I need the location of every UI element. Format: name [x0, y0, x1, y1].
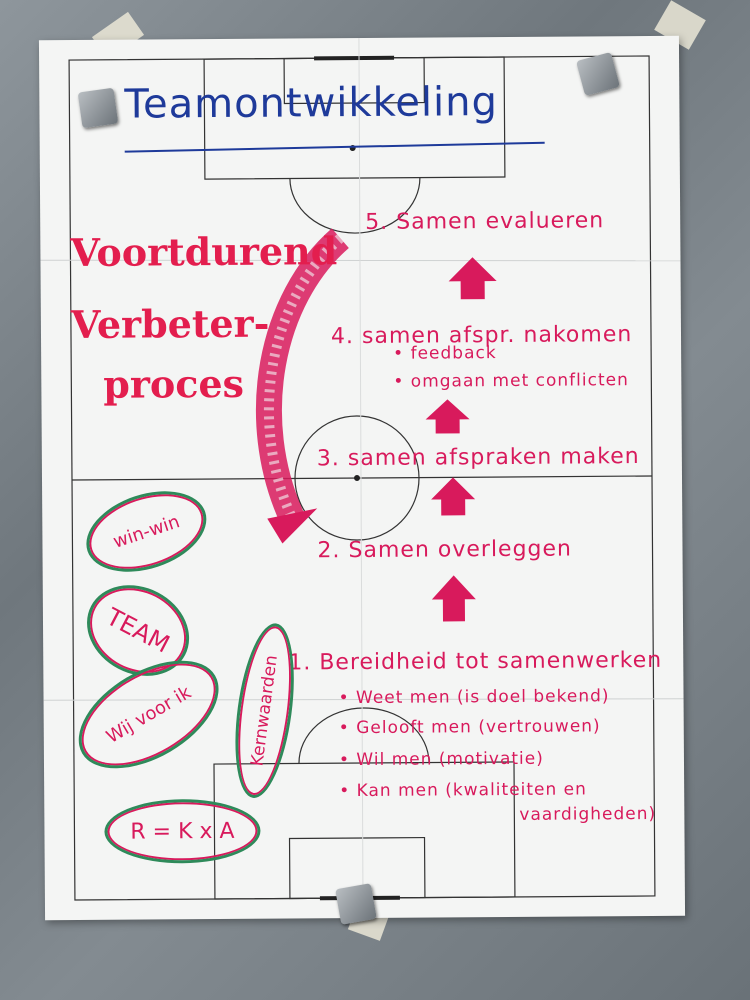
step-3: 3. samen afspraken maken	[316, 444, 640, 472]
magnet-top-left	[77, 87, 119, 129]
magnet-bottom	[335, 883, 377, 925]
step-4-bullet-1: • feedback	[393, 343, 497, 364]
oval-kernwaarden-label: Kernwaarden	[247, 654, 282, 768]
step-1: 1. Bereidheid tot samenwerken	[288, 647, 663, 676]
left-heading-line-3: proces	[103, 360, 245, 407]
oval-formula-label: R = K x A	[130, 818, 235, 845]
page-title: Teamontwikkeling	[124, 79, 499, 128]
left-heading-line-2: Verbeter-	[70, 300, 270, 348]
oval-wij-voor-ik-label: Wij voor ik	[102, 681, 195, 748]
step-1-bullet-3: • Wil men (motivatie)	[338, 748, 544, 771]
up-arrow-icon	[431, 575, 476, 622]
step-1-bullet-2: • Gelooft men (vertrouwen)	[338, 716, 601, 739]
flipchart-sheet: Teamontwikkeling Voortdurend Verbeter- p…	[38, 35, 686, 921]
step-1-bullet-4: • Kan men (kwaliteiten en	[339, 779, 587, 802]
cycle-arrow-icon	[255, 228, 350, 544]
step-1-bullet-5: vaardigheden)	[519, 803, 657, 825]
step-5: 5. Samen evalueren	[365, 208, 605, 235]
up-arrow-icon	[448, 257, 497, 300]
step-1-bullet-1: • Weet men (is doel bekend)	[338, 686, 610, 709]
step-4-bullet-2: • omgaan met conflicten	[393, 370, 629, 392]
step-2: 2. Samen overleggen	[317, 536, 573, 564]
left-heading-line-1: Voortdurend	[70, 228, 338, 276]
up-arrows	[425, 257, 497, 622]
oval-win-win-label: win-win	[110, 510, 183, 553]
oval-team-label: TEAM	[101, 602, 175, 659]
up-arrow-icon	[431, 477, 476, 516]
up-arrow-icon	[425, 399, 470, 434]
